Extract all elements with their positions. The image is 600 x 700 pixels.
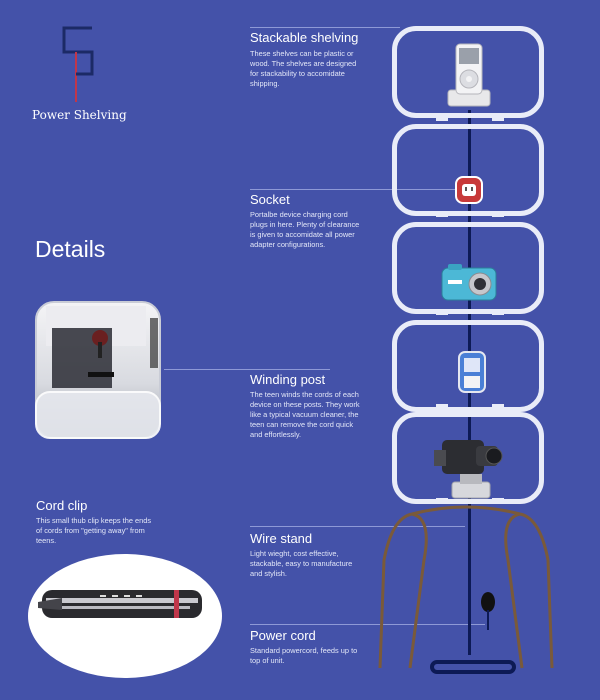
- shelf-tab: [492, 310, 504, 315]
- shelf-5: [392, 412, 544, 504]
- shelf-tab: [492, 116, 504, 121]
- shelf-3: [392, 222, 544, 314]
- winding-post-closeup-image: [35, 301, 161, 439]
- phone-icon: [458, 351, 486, 393]
- powercord-title: Power cord: [250, 628, 316, 643]
- power-cord-plug-icon: [481, 592, 495, 630]
- socket-leader-line: [250, 189, 464, 190]
- stackable-title: Stackable shelving: [250, 30, 359, 45]
- socket-icon: [455, 176, 483, 204]
- cord-clip-body: This small thub clip keeps the ends of c…: [36, 516, 152, 545]
- powercord-leader-line: [250, 624, 485, 625]
- cord-clip-image: [28, 554, 222, 678]
- logo-title: Power Shelving: [32, 108, 127, 122]
- shelf-2: [392, 124, 544, 216]
- shelf-tab: [436, 116, 448, 121]
- shelf-tab: [492, 498, 504, 503]
- camera-icon: [441, 264, 497, 301]
- shelf-tab: [492, 404, 504, 409]
- shelf-4: [392, 320, 544, 412]
- stand-title: Wire stand: [250, 531, 313, 546]
- shelf-tab: [436, 498, 448, 503]
- stand-body: Light wieght, cost effective, stackable,…: [250, 549, 353, 578]
- ipod-dock-icon: [447, 43, 491, 107]
- socket-title: Socket: [250, 192, 290, 207]
- stackable-body: These shelves can be plastic or wood. Th…: [250, 49, 357, 88]
- power-shelving-logo: [62, 26, 94, 102]
- shelf-tab: [492, 212, 504, 217]
- shelf-tab: [436, 212, 448, 217]
- shelf-tab: [436, 404, 448, 409]
- shelf-1: [392, 26, 544, 118]
- stackable-leader-line: [250, 27, 400, 28]
- stand-leader-line: [250, 526, 465, 527]
- details-heading: Details: [35, 236, 106, 262]
- cord-clip-title: Cord clip: [36, 498, 88, 513]
- camcorder-icon: [434, 440, 503, 499]
- powercord-body: Standard powercord, feeds up to top of u…: [250, 646, 358, 665]
- wire-stand: [378, 505, 554, 674]
- winding-title: Winding post: [250, 372, 326, 387]
- winding-leader-line: [164, 369, 330, 370]
- winding-body: The teen winds the cords of each device …: [250, 390, 360, 439]
- shelf-tab: [436, 310, 448, 315]
- socket-body: Portalbe device charging cord plugs in h…: [250, 210, 360, 249]
